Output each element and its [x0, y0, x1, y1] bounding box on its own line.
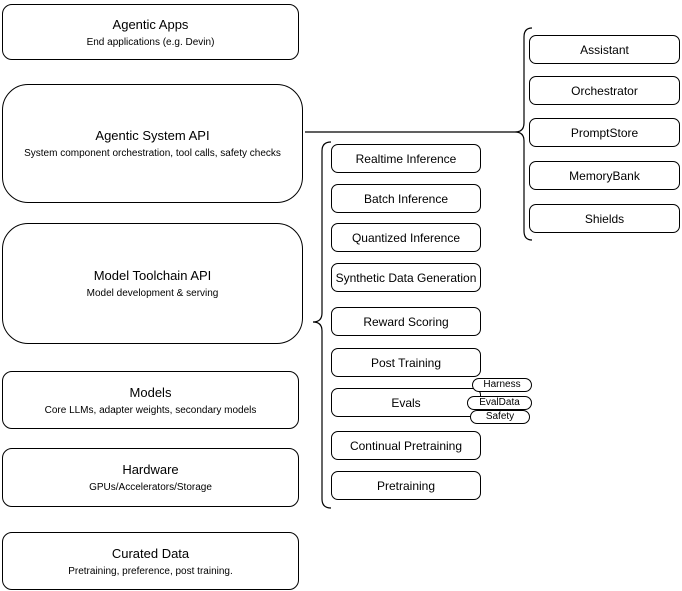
- layer-agentic-system-api: Agentic System API System component orch…: [2, 84, 303, 203]
- layer-subtitle: Model development & serving: [86, 288, 219, 299]
- service-continual-pretraining: Continual Pretraining: [331, 431, 481, 460]
- service-quantized-inference: Quantized Inference: [331, 223, 481, 252]
- component-shields: Shields: [529, 204, 680, 233]
- layer-curated-data: Curated Data Pretraining, preference, po…: [2, 532, 299, 590]
- layer-title: Agentic Apps: [112, 16, 189, 32]
- layer-model-toolchain-api: Model Toolchain API Model development & …: [2, 223, 303, 344]
- layer-models: Models Core LLMs, adapter weights, secon…: [2, 371, 299, 429]
- component-assistant: Assistant: [529, 35, 680, 64]
- layer-subtitle: GPUs/Accelerators/Storage: [89, 482, 212, 493]
- component-orchestrator: Orchestrator: [529, 76, 680, 105]
- layer-title: Model Toolchain API: [93, 268, 212, 283]
- service-reward-scoring: Reward Scoring: [331, 307, 481, 336]
- layer-hardware: Hardware GPUs/Accelerators/Storage: [2, 448, 299, 507]
- layer-agentic-apps: Agentic Apps End applications (e.g. Devi…: [2, 4, 299, 60]
- eval-tag-safety: Safety: [470, 410, 530, 424]
- layer-subtitle: Core LLMs, adapter weights, secondary mo…: [44, 404, 257, 416]
- layer-subtitle: System component orchestration, tool cal…: [24, 148, 281, 159]
- component-promptstore: PromptStore: [529, 118, 680, 147]
- toolchain-group-brace: [312, 141, 332, 509]
- layer-subtitle: End applications (e.g. Devin): [86, 36, 215, 48]
- service-post-training: Post Training: [331, 348, 481, 377]
- layer-title: Agentic System API: [95, 128, 210, 143]
- components-group-brace: [514, 27, 533, 241]
- eval-tag-harness: Harness: [472, 378, 532, 392]
- layer-subtitle: Pretraining, preference, post training.: [68, 565, 233, 577]
- service-batch-inference: Batch Inference: [331, 184, 481, 213]
- component-memorybank: MemoryBank: [529, 161, 680, 190]
- layer-title: Models: [129, 384, 172, 400]
- service-pretraining: Pretraining: [331, 471, 481, 500]
- layer-title: Curated Data: [111, 545, 190, 561]
- layer-title: Hardware: [122, 462, 179, 477]
- eval-tag-evaldata: EvalData: [467, 396, 532, 410]
- service-evals: Evals: [331, 388, 481, 417]
- service-synthetic-data-generation: Synthetic Data Generation: [331, 263, 481, 292]
- service-realtime-inference: Realtime Inference: [331, 144, 481, 173]
